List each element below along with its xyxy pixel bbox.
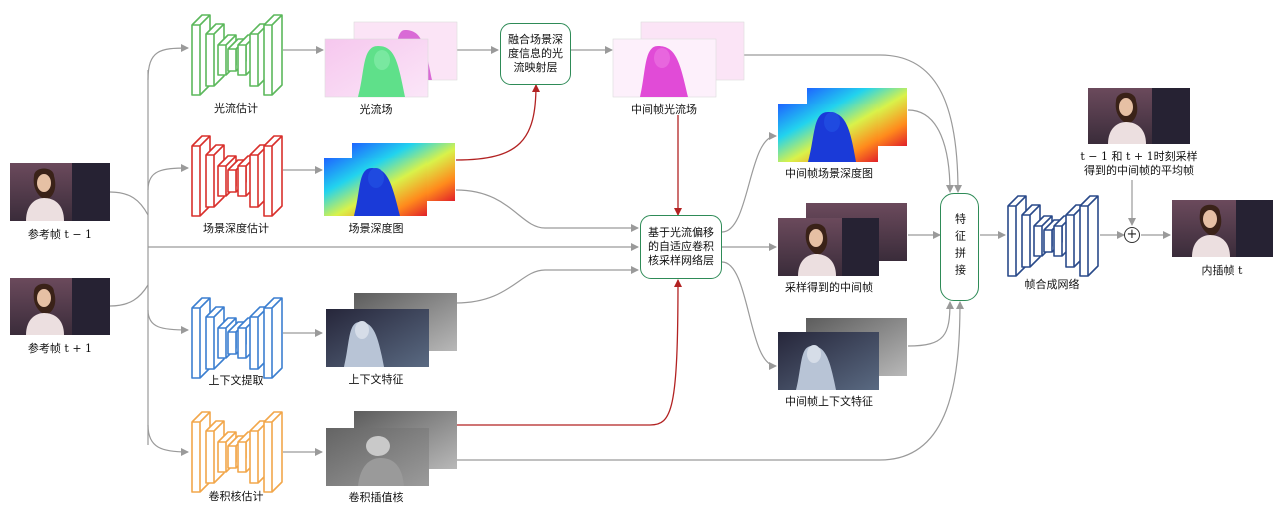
interpolation-kernel-image — [326, 411, 457, 486]
arrow-mid-flow-to-concat — [740, 54, 962, 193]
label-flow-est: 光流估计 — [214, 102, 258, 115]
label-flow-field: 光流场 — [359, 103, 393, 116]
label-synth-net: 帧合成网络 — [1024, 278, 1080, 291]
kernel-net-layer — [263, 411, 283, 493]
context-net-layer — [263, 297, 283, 379]
intermediate-depth-image — [778, 88, 907, 162]
flow-projection-text-2: 度信息的光 — [508, 47, 563, 60]
intermediate-flow-image — [612, 21, 745, 98]
arrow-sampling-to-mid-context — [721, 261, 777, 370]
output-frame-image — [1172, 200, 1273, 257]
average-frame-image — [1088, 88, 1190, 144]
label-avg-line1: t − 1 和 t + 1时刻采样 — [1080, 150, 1198, 163]
reference-frame-prev-image — [10, 163, 110, 221]
depth-map-image — [324, 143, 455, 216]
feature-concatenation-block: 特征拼接 — [940, 193, 979, 301]
arrow-depth-map-to-sampling — [455, 189, 639, 232]
context-net — [191, 297, 283, 379]
label-sampled-mid: 采样得到的中间帧 — [785, 281, 873, 294]
intermediate-context-image — [778, 318, 907, 390]
label-mid-context: 中间帧上下文特征 — [785, 395, 873, 408]
label-context-feat: 上下文特征 — [348, 373, 404, 386]
label-context-ext: 上下文提取 — [208, 374, 264, 387]
label-kernel: 卷积插值核 — [348, 491, 404, 504]
arrow-kernel-to-sampling — [456, 279, 682, 426]
context-feature-image — [326, 293, 457, 367]
optical-flow-net-layer — [263, 14, 283, 96]
label-interp-frame: 内插帧 t — [1201, 264, 1243, 277]
label-depth-est: 场景深度估计 — [203, 222, 269, 235]
label-depth-map: 场景深度图 — [348, 222, 404, 235]
label-ref-next: 参考帧 t + 1 — [27, 342, 93, 355]
concat-text: 特征拼接 — [953, 213, 967, 281]
flow-field-image — [324, 21, 458, 98]
kernel-net — [191, 411, 283, 493]
sampled-middle-frame-image — [778, 203, 907, 276]
arrow-trunk-to-kernel-net — [147, 424, 189, 456]
label-ref-prev: 参考帧 t − 1 — [27, 228, 93, 241]
arrow-trunk-to-context-net — [147, 309, 189, 334]
frame-synthesis-net-layer — [1079, 195, 1099, 277]
reference-frame-next-image — [10, 278, 110, 335]
label-kernel-est: 卷积核估计 — [208, 490, 264, 503]
label-mid-depth: 中间帧场景深度图 — [785, 167, 873, 180]
adaptive-sampling-layer: 基于光流偏移 的自适应卷积 核采样网络层 — [640, 215, 722, 279]
sampling-text-2: 的自适应卷积 — [648, 240, 714, 253]
arrow-trunk-to-depth-net — [147, 164, 189, 191]
flow-projection-text-3: 流映射层 — [513, 61, 558, 74]
red-connectors — [455, 84, 682, 426]
arrow-ref-next-to-trunk — [109, 284, 149, 307]
add-operator: + — [1124, 227, 1140, 243]
gray-connectors — [109, 44, 1171, 461]
arrow-mid-context-to-concat — [907, 301, 954, 347]
networks — [191, 14, 1099, 493]
add-symbol: + — [1126, 227, 1138, 242]
arrow-mid-depth-to-concat — [907, 109, 954, 193]
sampling-text-1: 基于光流偏移 — [648, 226, 714, 239]
label-avg-line2: 得到的中间帧的平均帧 — [1084, 164, 1194, 177]
arrow-sampling-to-mid-depth — [721, 132, 777, 233]
optical-flow-net — [191, 14, 283, 96]
arrow-trunk-to-flow-net — [147, 44, 189, 81]
arrow-context-feat-to-sampling — [455, 266, 639, 304]
flow-projection-text-1: 融合场景深 — [508, 33, 563, 46]
arrow-kernel-to-concat — [456, 301, 964, 461]
depth-net-layer — [263, 135, 283, 217]
label-mid-flow: 中间帧光流场 — [631, 103, 697, 116]
flow-projection-layer: 融合场景深 度信息的光 流映射层 — [500, 23, 571, 85]
arrow-ref-prev-to-trunk — [109, 191, 149, 216]
sampling-text-3: 核采样网络层 — [648, 254, 714, 267]
depth-net — [191, 135, 283, 217]
frame-synthesis-net — [1007, 195, 1099, 277]
arrow-depth-to-projection — [455, 84, 540, 161]
